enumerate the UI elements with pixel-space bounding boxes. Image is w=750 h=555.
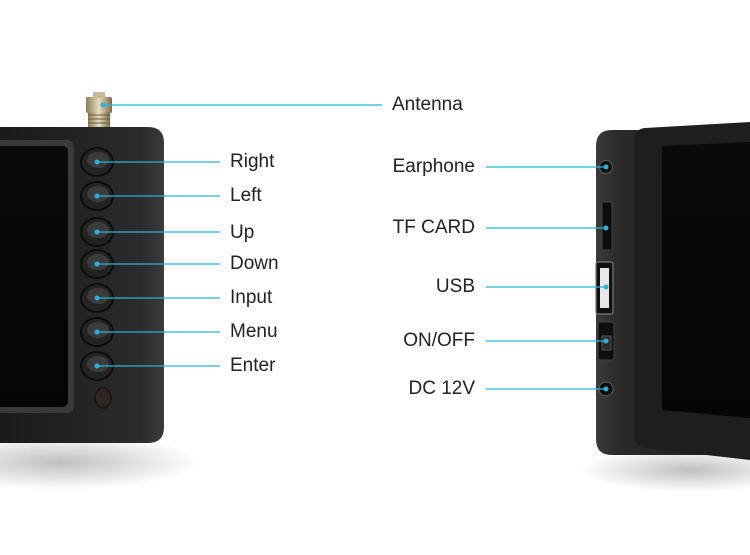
callout-lines: [94, 102, 609, 392]
port-callout-dot-dc-12v: [603, 386, 609, 392]
button-label-left: Left: [230, 185, 262, 206]
left-device-shadow: [0, 434, 200, 490]
port-callout-dot-usb: [603, 284, 609, 290]
button-callout-dot-left: [94, 193, 100, 199]
port-label-tf-card: TF CARD: [392, 217, 475, 238]
left-device-screen: [0, 146, 68, 407]
port-label-usb: USB: [435, 276, 475, 297]
button-label-up: Up: [230, 222, 255, 243]
antenna-connector: [86, 92, 112, 128]
button-label-menu: Menu: [230, 321, 278, 342]
button-callout-dot-input: [94, 295, 100, 301]
antenna-callout-dot: [100, 102, 106, 108]
button-callout-dot-right: [94, 159, 100, 165]
port-label-earphone: Earphone: [392, 156, 475, 177]
port-callout-dot-earphone: [603, 164, 609, 170]
button-label-right: Right: [230, 151, 275, 172]
antenna-label: Antenna: [392, 94, 463, 115]
port-label-dc-12v: DC 12V: [408, 378, 475, 399]
button-callout-dot-enter: [94, 363, 100, 369]
left-device: [0, 92, 200, 490]
button-label-down: Down: [230, 253, 279, 274]
port-label-on-off: ON/OFF: [403, 330, 475, 351]
right-device: [580, 122, 750, 492]
port-callout-dot-on-off: [603, 338, 609, 344]
ir-sensor: [94, 387, 112, 409]
button-label-input: Input: [230, 287, 273, 308]
button-callout-dot-down: [94, 261, 100, 267]
right-device-shadow: [580, 448, 750, 492]
port-callout-dot-tf-card: [603, 225, 609, 231]
button-label-enter: Enter: [230, 355, 276, 376]
button-callout-dot-menu: [94, 329, 100, 335]
right-device-screen: [662, 142, 750, 418]
button-callout-dot-up: [94, 229, 100, 235]
